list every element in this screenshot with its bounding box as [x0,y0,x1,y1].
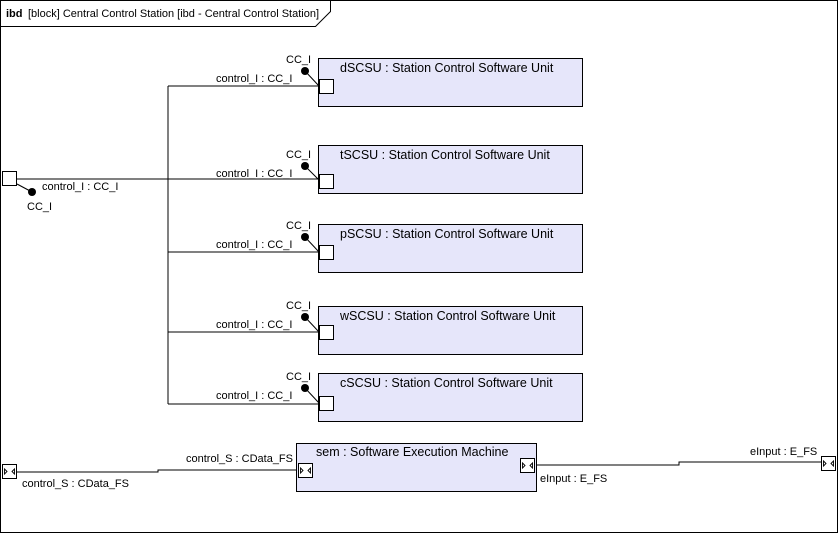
port-square[interactable] [821,456,836,471]
part-title: pSCSU : Station Control Software Unit [340,227,554,241]
frame-title: [block] Central Control Station [ibd - C… [28,8,319,20]
interface-label: CC_I [286,149,311,161]
part-box[interactable] [296,443,537,492]
part-title: sem : Software Execution Machine [316,445,508,459]
part-pscsu[interactable]: pSCSU : Station Control Software Unit CC… [216,220,583,273]
interface-label: CC_I [286,220,311,232]
connectors [16,85,821,473]
provided-interface-icon [301,313,309,321]
boundary-port-label: control_I : CC_I [42,181,118,193]
part-port[interactable] [319,174,334,189]
interface-label: CC_I [286,300,311,312]
frame-kind: ibd [6,8,23,20]
part-sem[interactable]: sem : Software Execution Machine control… [186,443,607,492]
boundary-port-einput[interactable]: eInput : E_FS [750,446,836,471]
bidirectional-flow-icon [823,459,834,468]
part-port[interactable] [319,325,334,340]
provided-interface-icon [301,384,309,392]
part-wscsu[interactable]: wSCSU : Station Control Software Unit CC… [216,300,583,355]
provided-interface-icon [301,67,309,75]
port-label: control_I : CC_I [216,319,292,331]
flow-port-control-s[interactable] [298,463,313,478]
bidirectional-flow-icon [300,466,311,475]
frame-title-tab [0,0,331,27]
part-title: cSCSU : Station Control Software Unit [340,376,553,390]
boundary-port-label: control_S : CData_FS [22,478,129,490]
sem-right-port-label: eInput : E_FS [540,473,607,485]
provided-interface-icon [301,233,309,241]
part-title: dSCSU : Station Control Software Unit [340,61,554,75]
port-square[interactable] [2,171,17,186]
part-port[interactable] [319,79,334,94]
provided-interface-icon [301,162,309,170]
part-box[interactable] [318,58,583,107]
boundary-port-control-s[interactable]: control_S : CData_FS [2,464,130,491]
part-port[interactable] [319,396,334,411]
boundary-interface-label: CC_I [27,201,52,213]
sem-left-port-label: control_S : CData_FS [186,453,293,465]
port-label: control_I : CC_I [216,239,292,251]
interface-label: CC_I [286,54,311,66]
boundary-port-control-i[interactable]: control_I : CC_I CC_I [2,171,119,214]
flow-port-einput[interactable] [520,458,535,473]
bidirectional-flow-icon [4,467,15,476]
part-box[interactable] [318,145,583,194]
part-port[interactable] [319,245,334,260]
part-box[interactable] [318,306,583,355]
part-tscsu[interactable]: tSCSU : Station Control Software Unit CC… [216,145,583,194]
interface-label: CC_I [286,371,311,383]
provided-interface-icon [28,188,36,196]
boundary-port-label: eInput : E_FS [750,446,817,458]
bidirectional-flow-icon [522,461,533,470]
part-dscsu[interactable]: dSCSU : Station Control Software Unit CC… [216,54,583,107]
port-label: control_I : CC_I [216,168,292,180]
part-title: wSCSU : Station Control Software Unit [339,309,556,323]
part-box[interactable] [318,373,583,422]
port-label: control_I : CC_I [216,73,292,85]
connector-control-s[interactable] [16,469,297,473]
part-title: tSCSU : Station Control Software Unit [340,148,550,162]
port-square[interactable] [2,464,17,479]
port-label: control_I : CC_I [216,390,292,402]
part-cscsu[interactable]: cSCSU : Station Control Software Unit CC… [216,371,583,422]
part-box[interactable] [318,224,583,273]
connector-einput[interactable] [536,461,821,466]
